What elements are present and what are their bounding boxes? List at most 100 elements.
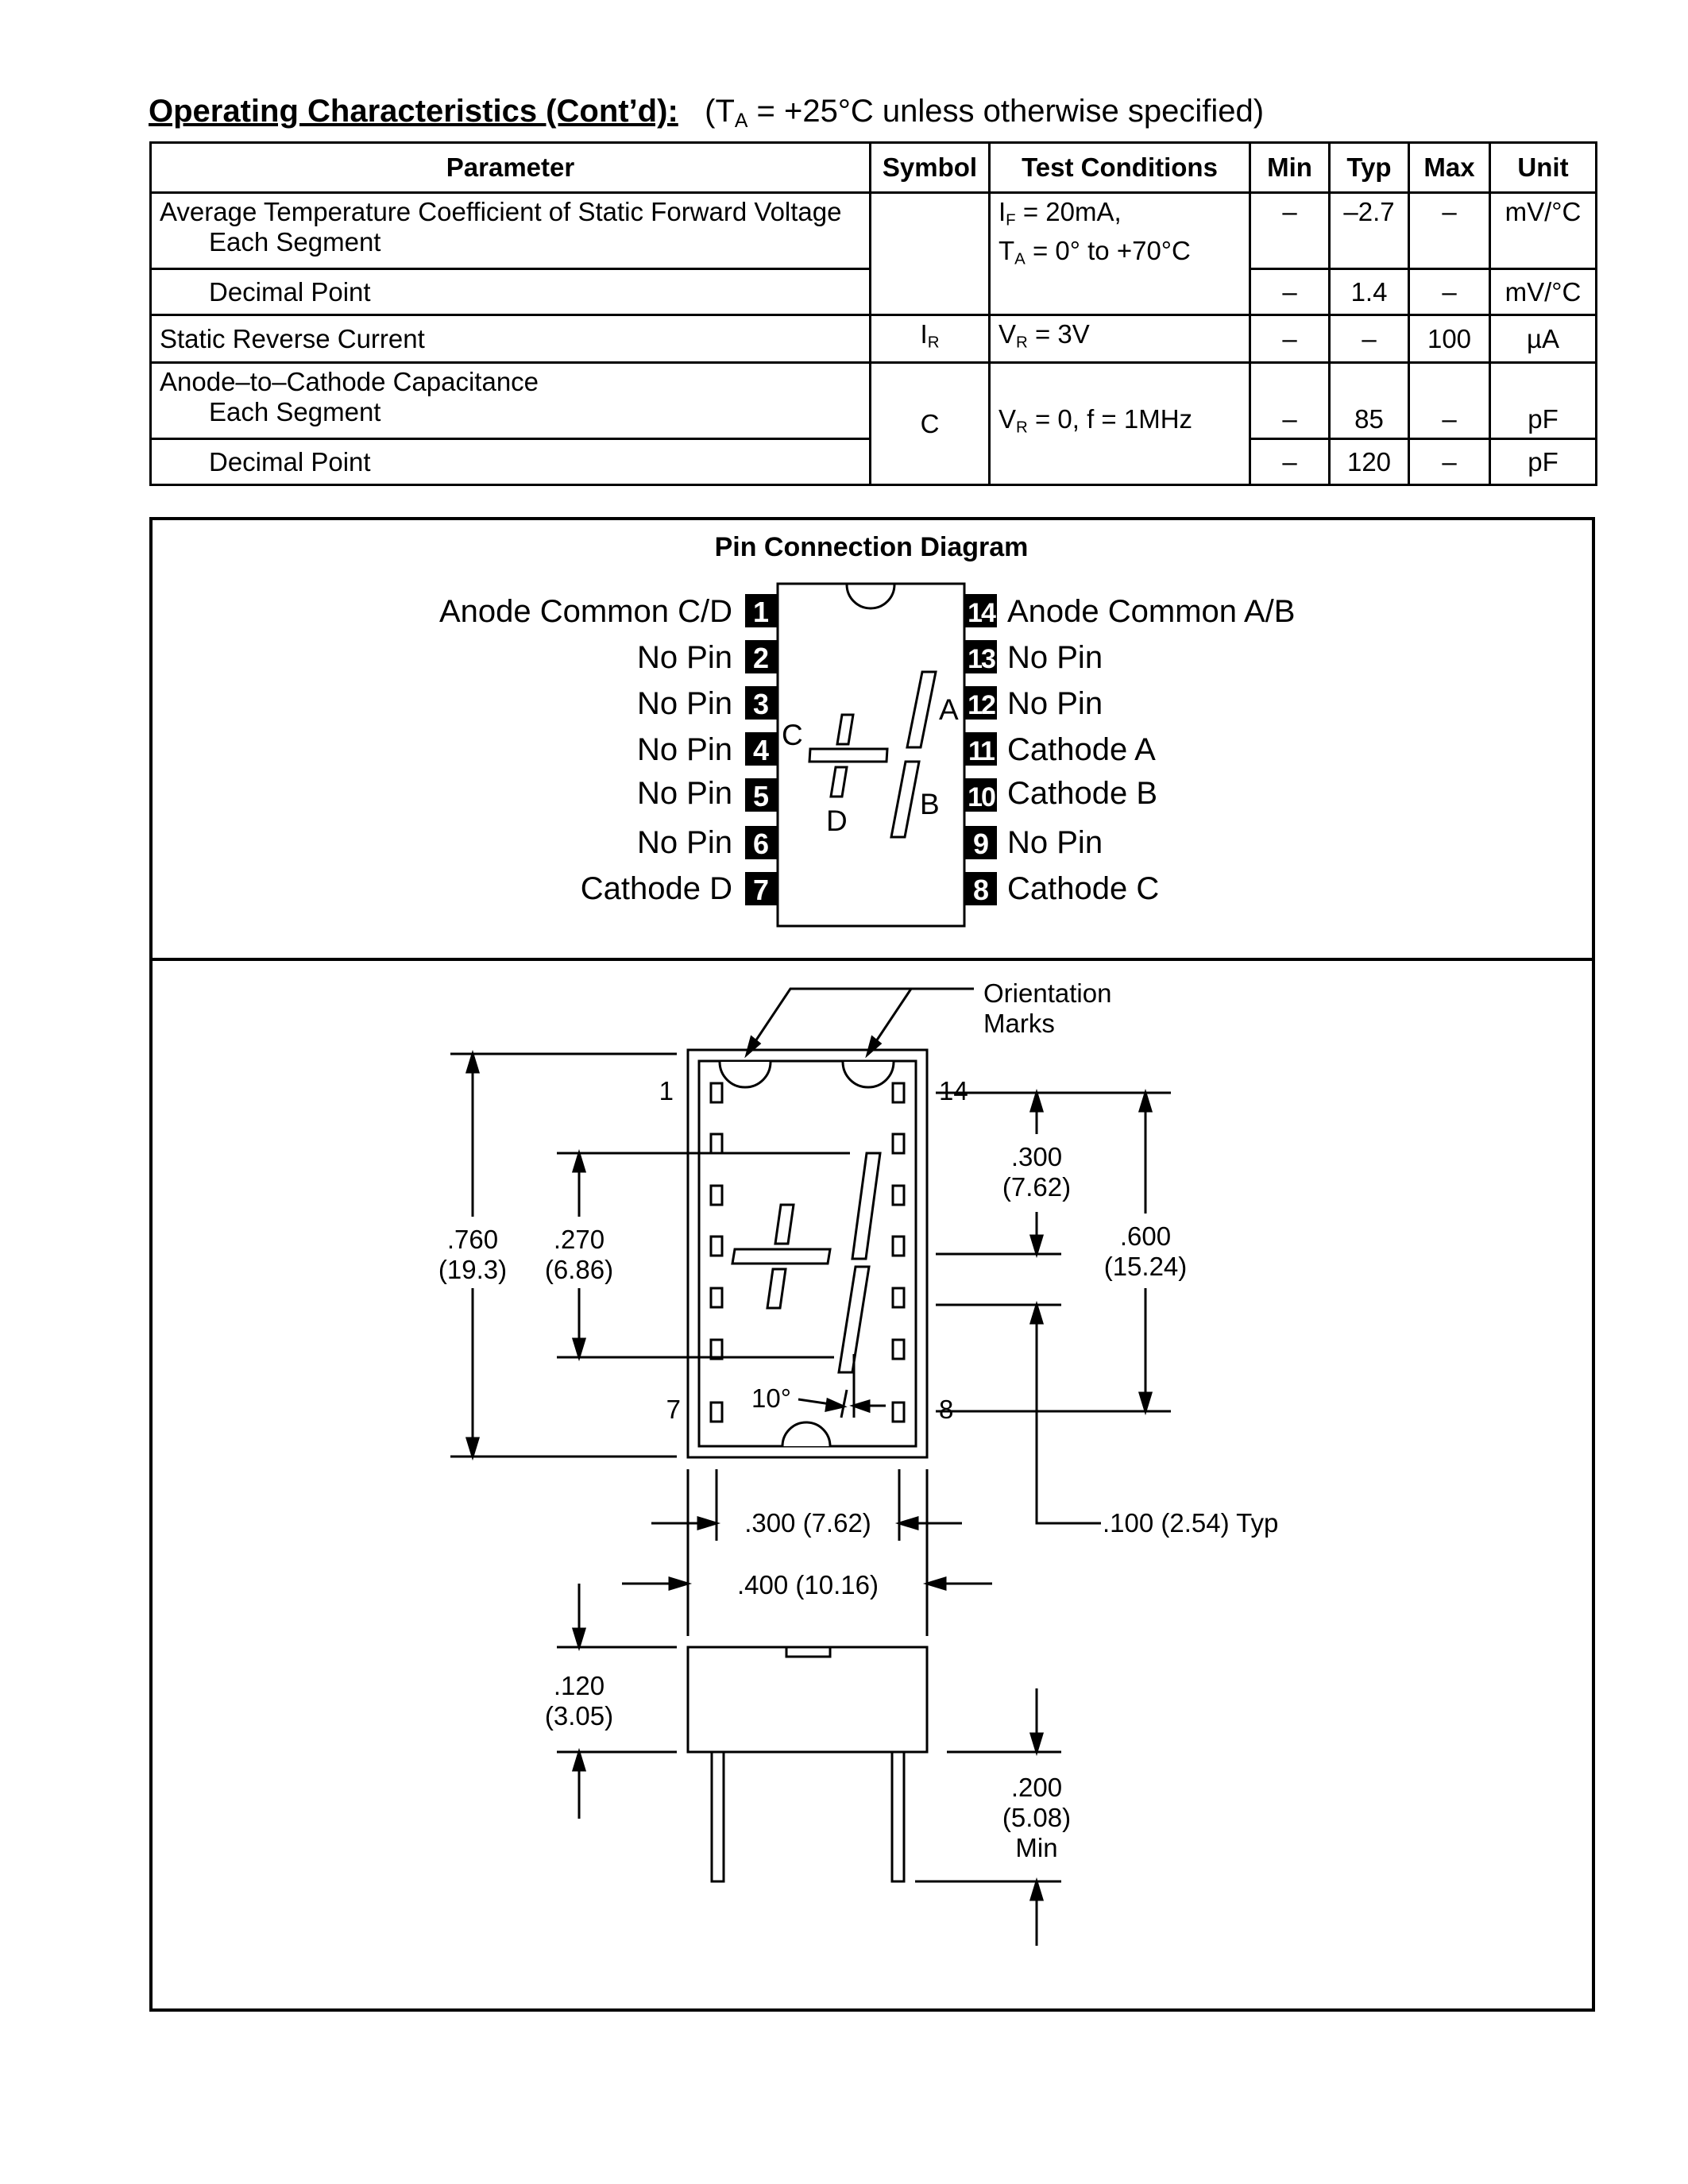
cond-temp-coeff: IF = 20mA, TA = 0° to +70°C xyxy=(988,191,1251,316)
min-cell: – xyxy=(1249,268,1331,316)
header-symbol: Symbol xyxy=(869,141,991,194)
symbol-reverse-current: IR xyxy=(869,314,991,364)
section-heading: Operating Characteristics (Cont’d): (TA … xyxy=(149,89,1264,144)
dim-760-mm: (19.3) xyxy=(438,1255,507,1284)
segment-c xyxy=(836,713,855,746)
symbol-temp-coeff xyxy=(869,191,991,316)
orientation-notch-left xyxy=(718,1061,772,1089)
segment-label-b: B xyxy=(920,788,940,820)
package-segment-a xyxy=(851,1152,882,1260)
pin-number: 10 xyxy=(968,782,995,812)
dim-300-horizontal: .300 (7.62) xyxy=(744,1508,871,1538)
pin-label: No Pin xyxy=(637,825,732,860)
segment-label-c: C xyxy=(782,719,803,751)
pin-12: 12 No Pin xyxy=(965,686,1103,721)
pin-1: 1 Anode Common C/D xyxy=(439,594,777,629)
pin-label: Cathode C xyxy=(1007,871,1159,906)
pin-label: Cathode A xyxy=(1007,732,1156,767)
unit-cell: µA xyxy=(1489,314,1597,364)
orientation-label-line2: Marks xyxy=(983,1009,1055,1038)
pin-number: 5 xyxy=(753,780,769,812)
max-cell: – xyxy=(1408,268,1491,316)
lead-right xyxy=(890,1750,906,1883)
param-decimal-point: Decimal Point xyxy=(149,438,871,486)
bottom-notch xyxy=(781,1421,832,1447)
pin-3: 3 No Pin xyxy=(637,686,777,721)
pin-label: Anode Common A/B xyxy=(1007,594,1295,629)
package-side-view xyxy=(686,1646,929,1754)
max-cell: – xyxy=(1408,438,1491,486)
segment-label-a: A xyxy=(939,693,959,726)
pin-label: No Pin xyxy=(637,776,732,811)
table-row: Anode–to–Cathode Capacitance Each Segmen… xyxy=(149,361,1597,486)
unit-cell: pF xyxy=(1489,361,1597,440)
dim-300-mm: (7.62) xyxy=(1002,1172,1071,1202)
package-labels: Orientation Marks 1 14 7 8 .760 (19.3) .… xyxy=(438,978,1278,1862)
pin-11: 11 Cathode A xyxy=(965,732,1156,767)
dim-600-mm: (15.24) xyxy=(1104,1252,1188,1281)
pin-7-label: 7 xyxy=(666,1395,681,1424)
table-row: Decimal Point – 1.4 – mV/°C xyxy=(149,268,1597,316)
pin-label: Cathode D xyxy=(581,871,732,906)
pin-14-label: 14 xyxy=(939,1076,968,1106)
pin-label: No Pin xyxy=(1007,686,1103,721)
param-capacitance: Anode–to–Cathode Capacitance Each Segmen… xyxy=(149,361,871,440)
pin-label: No Pin xyxy=(637,686,732,721)
header-max: Max xyxy=(1408,141,1491,194)
dim-200-min: Min xyxy=(1015,1833,1057,1862)
package-segment-d xyxy=(766,1268,787,1310)
min-cell: – xyxy=(1249,314,1331,364)
min-cell: – xyxy=(1249,438,1331,486)
dim-400-horizontal: .400 (10.16) xyxy=(737,1570,879,1599)
pin-diagram-title: Pin Connection Diagram xyxy=(715,532,1029,562)
dim-120-inch: .120 xyxy=(554,1671,605,1700)
dim-600-inch: .600 xyxy=(1120,1221,1171,1251)
segment-a xyxy=(906,670,937,749)
min-cell: – xyxy=(1249,361,1331,440)
cond-reverse-current: VR = 3V xyxy=(988,314,1251,364)
orientation-leader-1 xyxy=(749,987,974,1049)
header-min: Min xyxy=(1249,141,1331,194)
notch-mark xyxy=(845,584,896,610)
package-body-outer xyxy=(686,1048,929,1459)
segment-dp xyxy=(808,747,889,763)
dim-300-inch: .300 xyxy=(1011,1142,1062,1171)
max-cell: – xyxy=(1408,361,1491,440)
typ-cell: 85 xyxy=(1328,361,1410,440)
header-parameter: Parameter xyxy=(149,141,871,194)
min-cell: – xyxy=(1249,191,1331,270)
pin-number: 8 xyxy=(973,874,989,906)
dim-120-mm: (3.05) xyxy=(545,1701,613,1731)
param-temp-coeff: Average Temperature Coefficient of Stati… xyxy=(149,191,871,270)
right-pin-list: 14 Anode Common A/B 13 No Pin 12 No Pin … xyxy=(965,594,1295,906)
pin-7: 7 Cathode D xyxy=(581,871,777,906)
pin-number: 6 xyxy=(753,828,769,860)
dim-200-mm: (5.08) xyxy=(1002,1803,1071,1832)
table-row: Static Reverse Current IR VR = 3V – – 10… xyxy=(149,314,1597,364)
segment-label-d: D xyxy=(826,805,848,837)
header-test-conditions: Test Conditions xyxy=(988,141,1251,194)
orientation-label-line1: Orientation xyxy=(983,978,1111,1008)
package-outline-drawing xyxy=(450,987,1171,1946)
unit-cell: mV/°C xyxy=(1489,191,1597,270)
dim-100-typ: .100 (2.54) Typ xyxy=(1103,1508,1278,1538)
left-pin-pads xyxy=(709,1082,724,1423)
pin-label: No Pin xyxy=(637,732,732,767)
pin-number: 7 xyxy=(753,874,769,906)
pin-number: 12 xyxy=(968,690,995,720)
pin-number: 13 xyxy=(968,644,995,674)
pin-13: 13 No Pin xyxy=(965,640,1103,675)
left-pin-list: 1 Anode Common C/D 2 No Pin 3 No Pin 4 N… xyxy=(439,594,777,906)
pin-number: 1 xyxy=(753,596,769,628)
typ-cell: 120 xyxy=(1328,438,1410,486)
table-header-row: Parameter Symbol Test Conditions Min Typ… xyxy=(149,141,1597,194)
section-title: Operating Characteristics (Cont’d): xyxy=(149,94,678,129)
dip-package-top-view: A B C D xyxy=(776,582,966,928)
param-reverse-current: Static Reverse Current xyxy=(149,314,871,364)
lead-left xyxy=(710,1750,725,1883)
pin-8-label: 8 xyxy=(939,1395,953,1424)
pin-5: 5 No Pin xyxy=(637,776,777,812)
pin-number: 14 xyxy=(968,598,996,628)
dim-270-inch: .270 xyxy=(554,1225,605,1254)
